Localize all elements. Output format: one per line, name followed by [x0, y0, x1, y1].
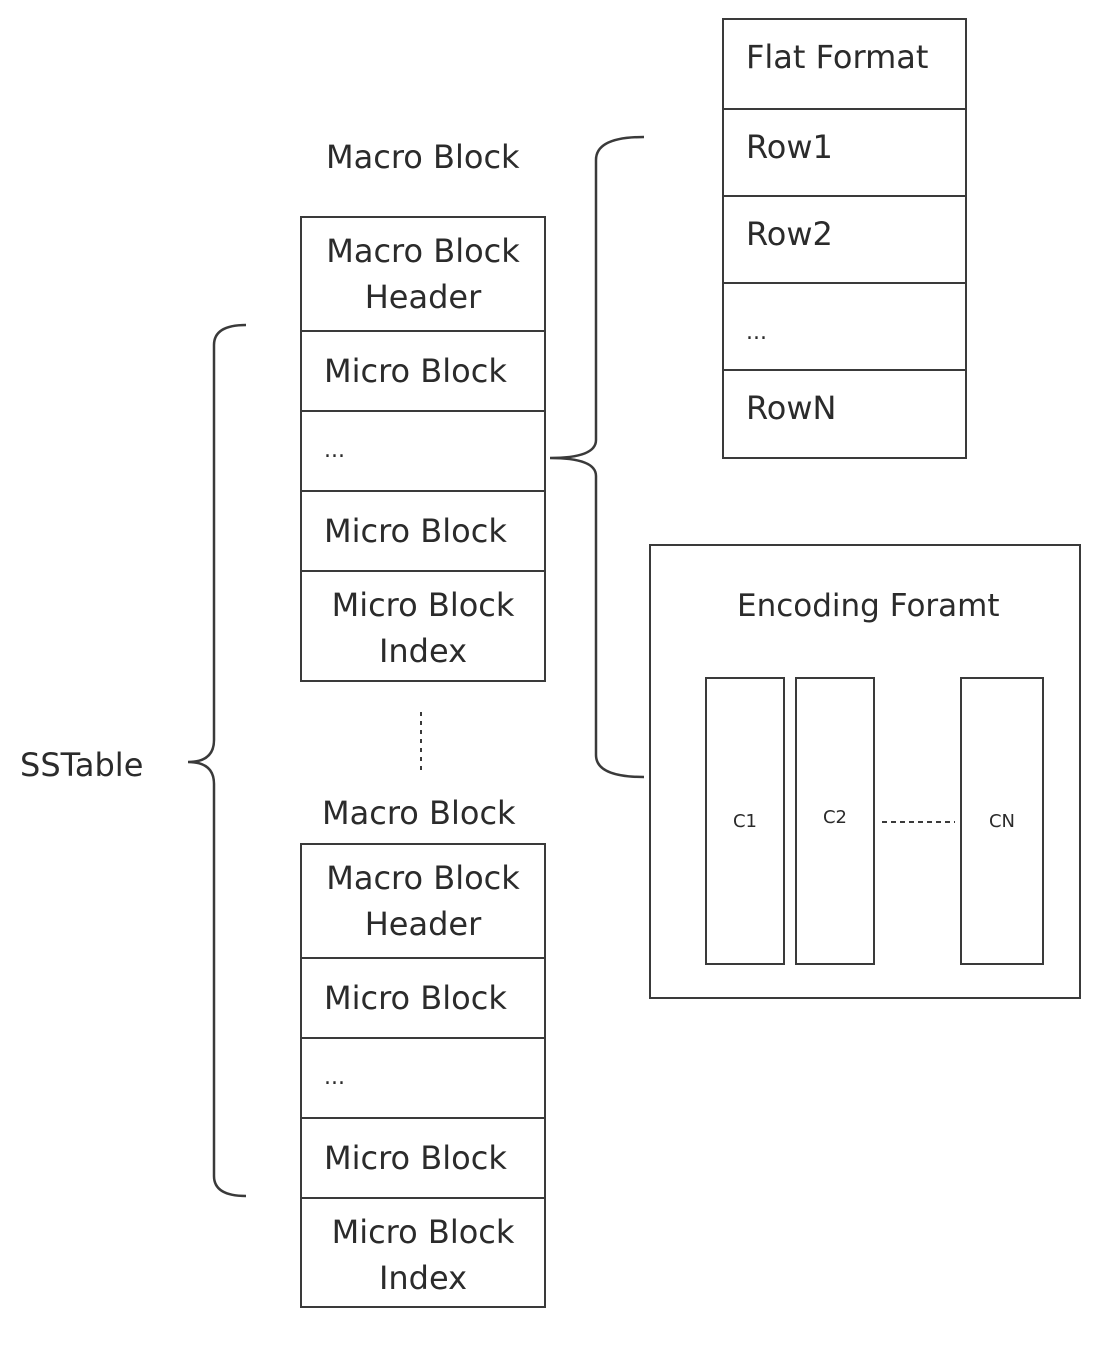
- macro-block-header: Macro Block Header: [302, 845, 544, 959]
- column-cn: CN: [960, 677, 1044, 965]
- micro-block: Micro Block: [302, 332, 544, 412]
- macro-block-title: Macro Block: [322, 794, 516, 832]
- micro-block: Micro Block: [302, 492, 544, 572]
- macro-block: Macro Block Header Micro Block ... Micro…: [300, 843, 546, 1308]
- flat-row-ellipsis: ...: [724, 284, 965, 371]
- macro-block-header: Macro Block Header: [302, 218, 544, 332]
- encoding-format-title: Encoding Foramt: [737, 588, 1000, 624]
- sstable-brace: [187, 323, 247, 1198]
- macro-block: Macro Block Header Micro Block ... Micro…: [300, 216, 546, 682]
- flat-format-stack: Flat Format Row1 Row2 ... RowN: [722, 18, 967, 459]
- flat-format-title: Flat Format: [724, 20, 965, 110]
- micro-block: Micro Block: [302, 959, 544, 1039]
- micro-block-ellipsis: ...: [302, 412, 544, 492]
- flat-row: RowN: [746, 389, 837, 427]
- flat-row: Row1: [724, 110, 965, 197]
- micro-block-index: Micro Block Index: [331, 586, 515, 670]
- micro-block: Micro Block: [302, 1119, 544, 1199]
- column-c2: C2: [795, 677, 875, 965]
- encoding-format-box: [649, 544, 1081, 999]
- micro-block-index: Micro Block Index: [331, 1212, 515, 1297]
- micro-block-brace: [549, 135, 645, 779]
- column-c1: C1: [705, 677, 785, 965]
- macro-block-title: Macro Block: [326, 138, 520, 176]
- flat-row: Row2: [724, 197, 965, 284]
- micro-block-ellipsis: ...: [302, 1039, 544, 1119]
- sstable-label: SSTable: [20, 746, 144, 784]
